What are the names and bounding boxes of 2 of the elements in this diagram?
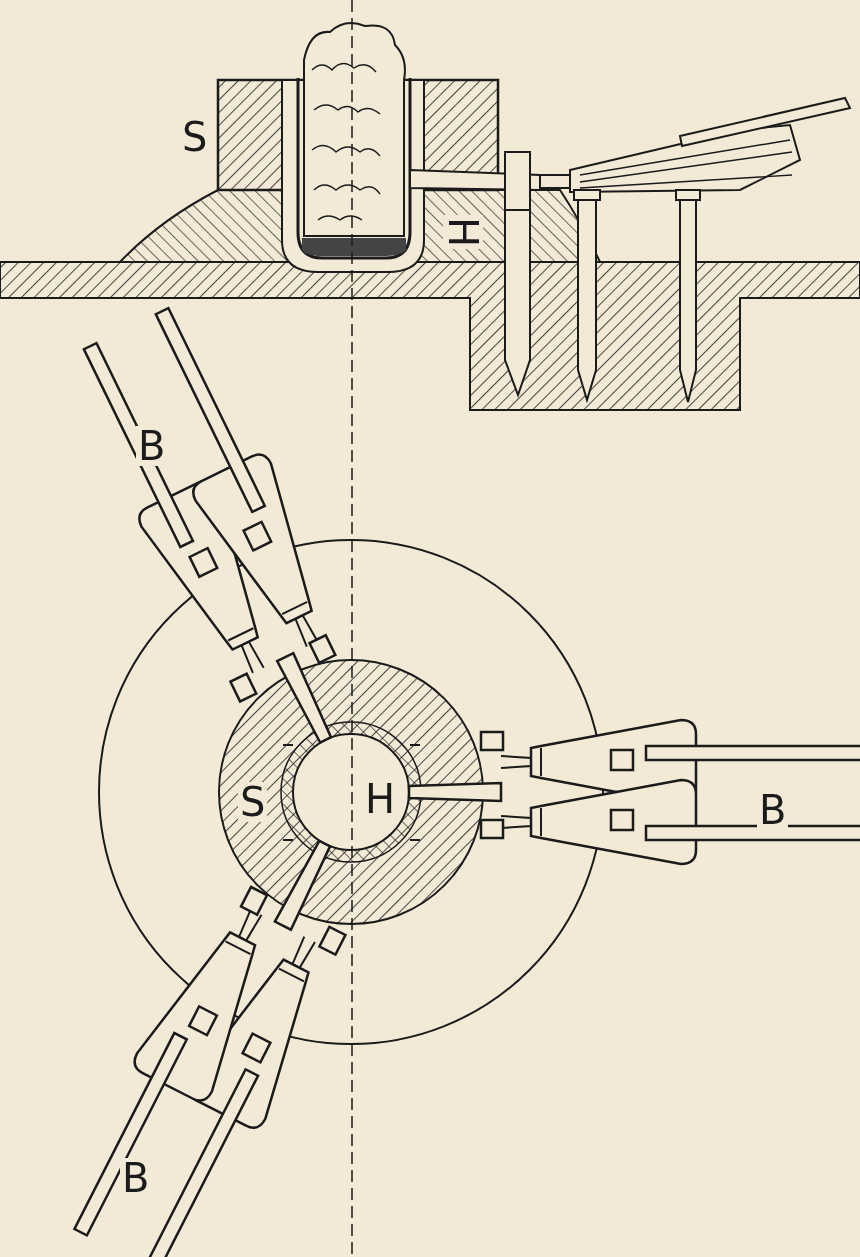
part-letter: S	[238, 782, 268, 822]
part-letter: H	[443, 214, 484, 250]
